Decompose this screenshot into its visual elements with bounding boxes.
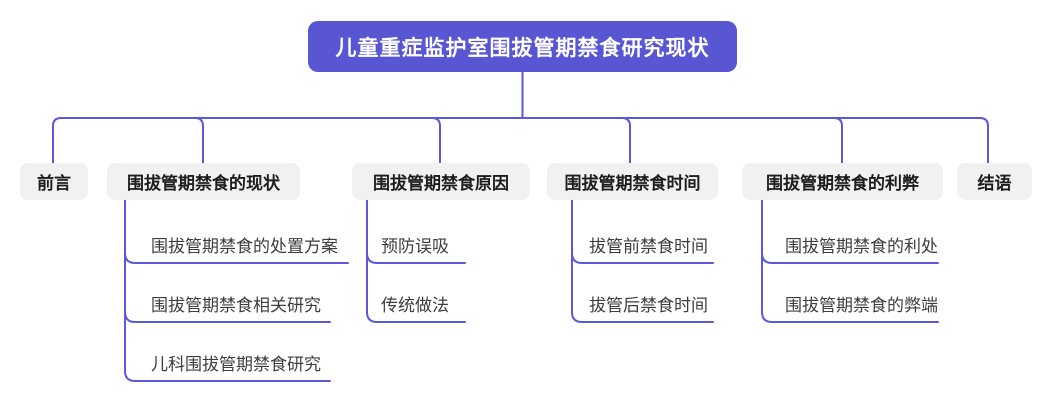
subtopic-reason-traditional-practice[interactable]: 传统做法 [381,296,449,315]
branch-topic-fasting-reasons[interactable]: 围拔管期禁食原因 [352,163,530,200]
subtopic-status-pediatric-research[interactable]: 儿科围拔管期禁食研究 [151,355,321,374]
branch-topic-pros-cons[interactable]: 围拔管期禁食的利弊 [742,163,943,200]
branch-topic-preface[interactable]: 前言 [20,163,88,200]
subtopic-time-after-extubation[interactable]: 拔管后禁食时间 [589,296,708,315]
subtopic-time-before-extubation[interactable]: 拔管前禁食时间 [589,237,708,256]
branch-topic-fasting-status[interactable]: 围拔管期禁食的现状 [107,163,300,200]
subtopic-status-disposal-plan[interactable]: 围拔管期禁食的处置方案 [151,237,338,256]
branch-topic-conclusion[interactable]: 结语 [957,163,1032,200]
subtopic-status-related-research[interactable]: 围拔管期禁食相关研究 [151,296,321,315]
subtopic-reason-prevent-aspiration[interactable]: 预防误吸 [381,237,449,256]
root-topic[interactable]: 儿童重症监护室围拔管期禁食研究现状 [308,21,737,72]
subtopic-drawbacks[interactable]: 围拔管期禁食的弊端 [785,296,938,315]
subtopic-benefits[interactable]: 围拔管期禁食的利处 [785,237,938,256]
branch-topic-fasting-time[interactable]: 围拔管期禁食时间 [547,163,718,200]
